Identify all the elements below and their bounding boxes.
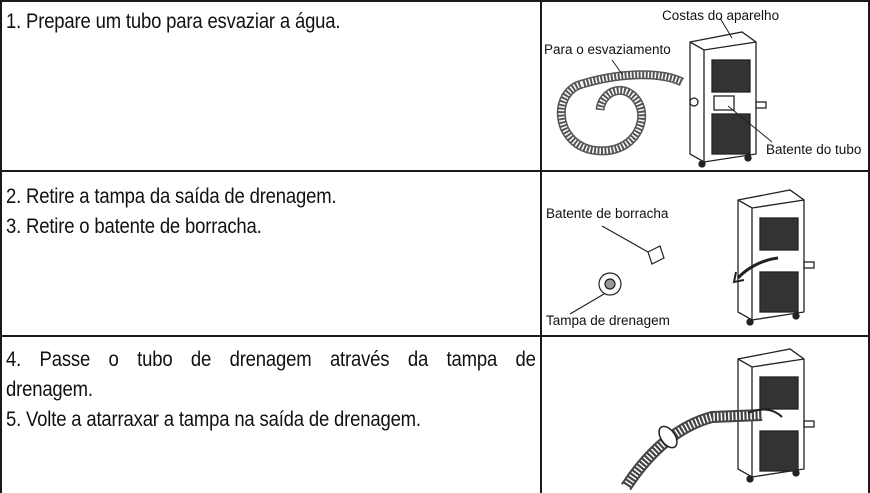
figure-prepare-hose: Costas do aparelho Para o esvaziamento B… <box>544 8 861 168</box>
table-top-border <box>0 0 870 2</box>
row-1-steps: 1. Prepare um tubo para esvaziar a água. <box>6 6 341 36</box>
figure-attach-hose <box>620 348 815 491</box>
step-4-text-line1: 4. Passe o tubo de drenagem através da t… <box>6 347 536 371</box>
drain-hose-illustration <box>556 59 685 156</box>
row-2-steps: 2. Retire a tampa da saída de drenagem. … <box>6 181 337 241</box>
label-for-drainage: Para o esvaziamento <box>544 42 671 57</box>
unit-hose-attached-illustration <box>737 348 815 483</box>
figure-remove-cap: Batente de borracha Tampa de drenagem <box>546 189 815 328</box>
label-drain-cap: Tampa de drenagem <box>546 313 670 328</box>
step-1-text: 1. Prepare um tubo para esvaziar a água. <box>6 9 341 33</box>
step-2-text: 2. Retire a tampa da saída de drenagem. <box>6 184 337 208</box>
label-rubber-stopper: Batente de borracha <box>546 206 669 221</box>
column-divider <box>540 0 542 493</box>
step-5-text: 5. Volte a atarraxar a tampa na saída de… <box>6 407 421 431</box>
drain-hose-attached <box>620 408 783 491</box>
row-divider-1 <box>0 170 870 172</box>
table-right-border <box>868 0 870 493</box>
row-3-steps: 4. Passe o tubo de drenagem através da t… <box>6 344 536 434</box>
unit-open-illustration <box>732 189 815 326</box>
unit-back-illustration <box>689 17 773 168</box>
step-3-text: 3. Retire o batente de borracha. <box>6 214 262 238</box>
cap-and-stopper-illustration <box>569 225 665 315</box>
step-4-text-line2: drenagem. <box>6 377 93 401</box>
label-back-of-unit: Costas do aparelho <box>662 8 779 23</box>
row-divider-2 <box>0 335 870 337</box>
table-left-border <box>0 0 2 493</box>
label-hose-stopper: Batente do tubo <box>766 142 861 157</box>
